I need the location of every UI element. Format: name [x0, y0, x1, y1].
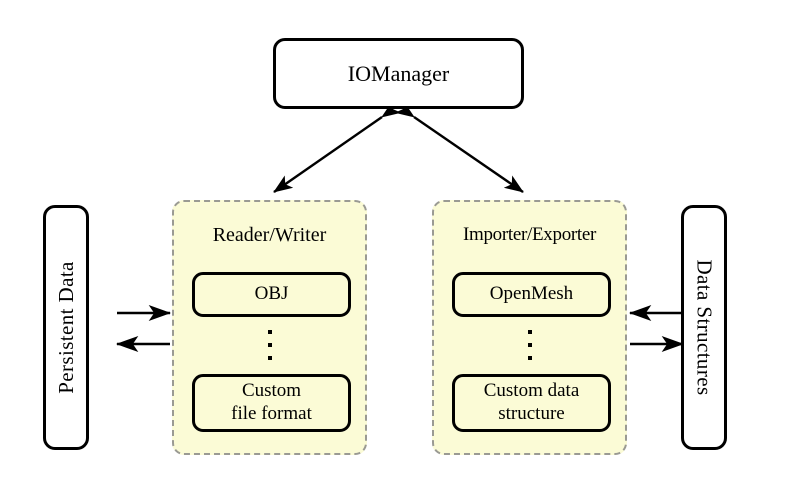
iomanager-node[interactable]: IOManager [273, 38, 524, 109]
importer-exporter-item-openmesh[interactable]: OpenMesh [452, 272, 611, 317]
persistent-data-label: Persistent Data [53, 261, 78, 394]
importer-exporter-item-custom-data-structure[interactable]: Custom data structure [452, 374, 611, 432]
arrow-manager-reader-writer [273, 100, 402, 193]
importer-exporter-item-custom-line2: structure [498, 403, 565, 424]
reader-writer-title: Reader/Writer [212, 224, 327, 246]
importer-exporter-ellipsis-icon [434, 330, 625, 360]
reader-writer-item-obj[interactable]: OBJ [192, 272, 351, 317]
reader-writer-item-custom-file-format[interactable]: Custom file format [192, 374, 351, 432]
reader-writer-item-custom-line2: file format [231, 403, 312, 424]
persistent-data-node[interactable]: Persistent Data [43, 205, 89, 450]
reader-writer-item-custom-line1: Custom [241, 380, 302, 402]
reader-writer-item-obj-label: OBJ [254, 283, 289, 305]
reader-writer-group[interactable]: Reader/Writer OBJ Custom file format [172, 200, 367, 455]
importer-exporter-title: Importer/Exporter [462, 224, 597, 245]
reader-writer-ellipsis-icon [174, 330, 365, 360]
arrow-manager-importer-exporter [394, 100, 524, 193]
data-structures-node[interactable]: Data Structures [681, 205, 727, 450]
iomanager-label: IOManager [347, 60, 450, 86]
data-structures-label: Data Structures [692, 259, 717, 396]
importer-exporter-group[interactable]: Importer/Exporter OpenMesh Custom data s… [432, 200, 627, 455]
importer-exporter-item-openmesh-label: OpenMesh [489, 283, 574, 305]
importer-exporter-item-custom-line1: Custom data [483, 380, 580, 402]
